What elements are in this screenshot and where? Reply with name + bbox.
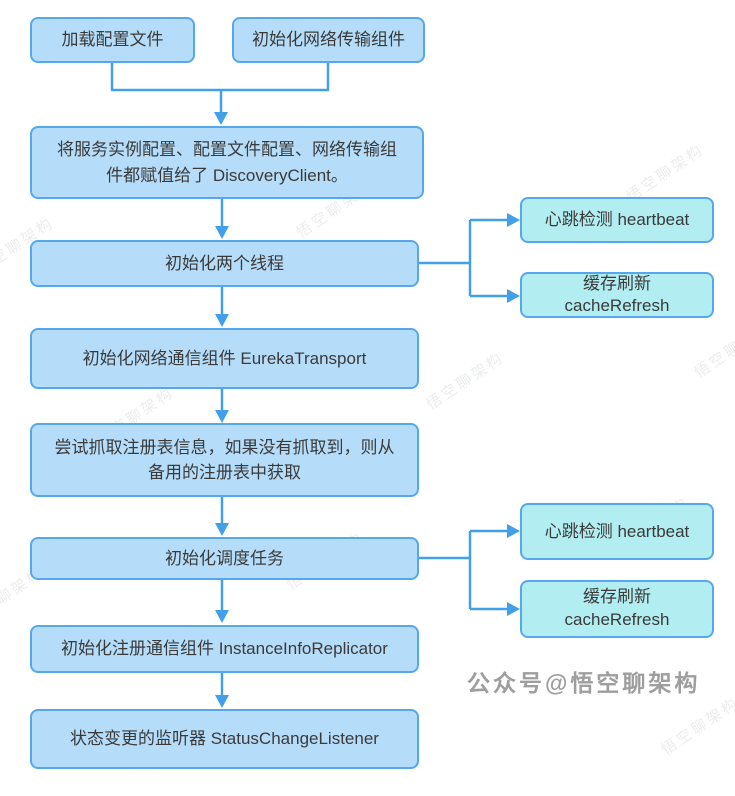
arrowhead-right-icon — [507, 602, 520, 616]
node-cache-refresh-task-2: 缓存刷新 cacheRefresh — [520, 580, 714, 638]
node-status-change-listener: 状态变更的监听器 StatusChangeListener — [30, 709, 419, 769]
node-fetch-registry: 尝试抓取注册表信息，如果没有抓取到，则从 备用的注册表中获取 — [30, 423, 419, 497]
arrowhead-down-icon — [214, 112, 228, 125]
arrowhead-down-icon — [215, 610, 229, 623]
arrowhead-down-icon — [215, 523, 229, 536]
arrowhead-down-icon — [215, 314, 229, 327]
arrowhead-down-icon — [215, 226, 229, 239]
arrowhead-right-icon — [507, 213, 520, 227]
node-eureka-transport: 初始化网络通信组件 EurekaTransport — [30, 328, 419, 389]
arrowhead-right-icon — [507, 289, 520, 303]
node-init-two-threads: 初始化两个线程 — [30, 240, 419, 287]
node-heartbeat-thread-1: 心跳检测 heartbeat — [520, 197, 714, 243]
node-heartbeat-task-2: 心跳检测 heartbeat — [520, 503, 714, 560]
node-cache-refresh-thread-1: 缓存刷新 cacheRefresh — [520, 272, 714, 318]
arrowhead-down-icon — [215, 695, 229, 708]
node-load-config: 加载配置文件 — [30, 17, 195, 63]
signature-watermark: 公众号@悟空聊架构 — [467, 670, 701, 696]
node-init-scheduler-tasks: 初始化调度任务 — [30, 537, 419, 580]
arrowhead-down-icon — [215, 410, 229, 423]
node-assign-discovery-client: 将服务实例配置、配置文件配置、网络传输组 件都赋值给了 DiscoveryCli… — [30, 126, 424, 199]
node-instance-info-replicator: 初始化注册通信组件 InstanceInfoReplicator — [30, 625, 419, 673]
arrowhead-right-icon — [507, 524, 520, 538]
node-init-network-transport: 初始化网络传输组件 — [232, 17, 425, 63]
